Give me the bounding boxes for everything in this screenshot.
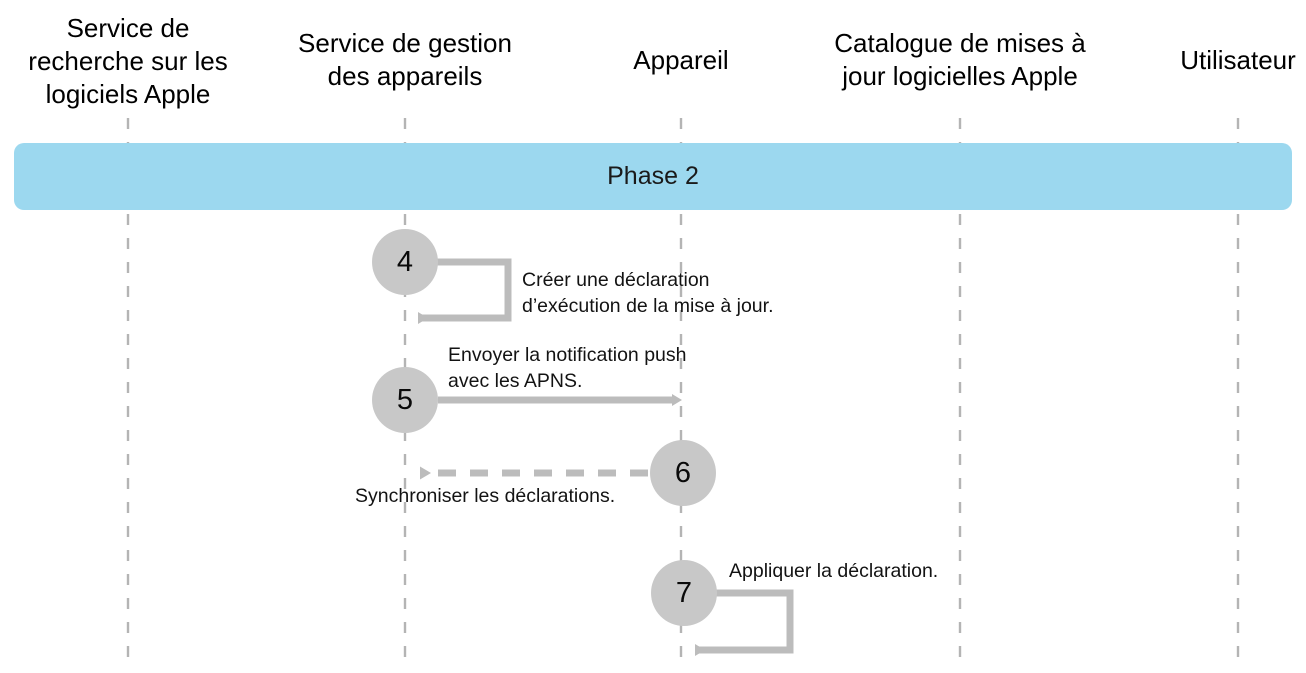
lane-header-device: Appareil <box>633 45 729 75</box>
lane-header-user: Utilisateur <box>1180 45 1296 75</box>
step-marker-7[interactable]: 7 <box>651 560 717 626</box>
step-4-self-loop-arrow <box>418 258 512 324</box>
step-4-message-label: Créer une déclaration d’exécution de la … <box>522 269 774 317</box>
step-7-message-label: Appliquer la déclaration. <box>729 560 939 582</box>
step-6-message-label: Synchroniser les déclarations. <box>355 485 616 507</box>
phase-banner: Phase 2 <box>14 143 1292 210</box>
phase-banner-label: Phase 2 <box>607 162 699 190</box>
lane-header-device-management-service: Service de gestion des appareils <box>298 28 512 91</box>
lane-header-apple-software-lookup: Service de recherche sur les logiciels A… <box>28 13 228 109</box>
step-marker-4[interactable]: 4 <box>372 229 438 295</box>
step-marker-6[interactable]: 6 <box>650 440 716 506</box>
step-7-self-loop-arrow <box>695 589 794 656</box>
step-marker-5[interactable]: 5 <box>372 367 438 433</box>
step-5-message-label: Envoyer la notification push avec les AP… <box>448 344 687 392</box>
lane-header-apple-software-update-catalog: Catalogue de mises à jour logicielles Ap… <box>834 28 1086 91</box>
